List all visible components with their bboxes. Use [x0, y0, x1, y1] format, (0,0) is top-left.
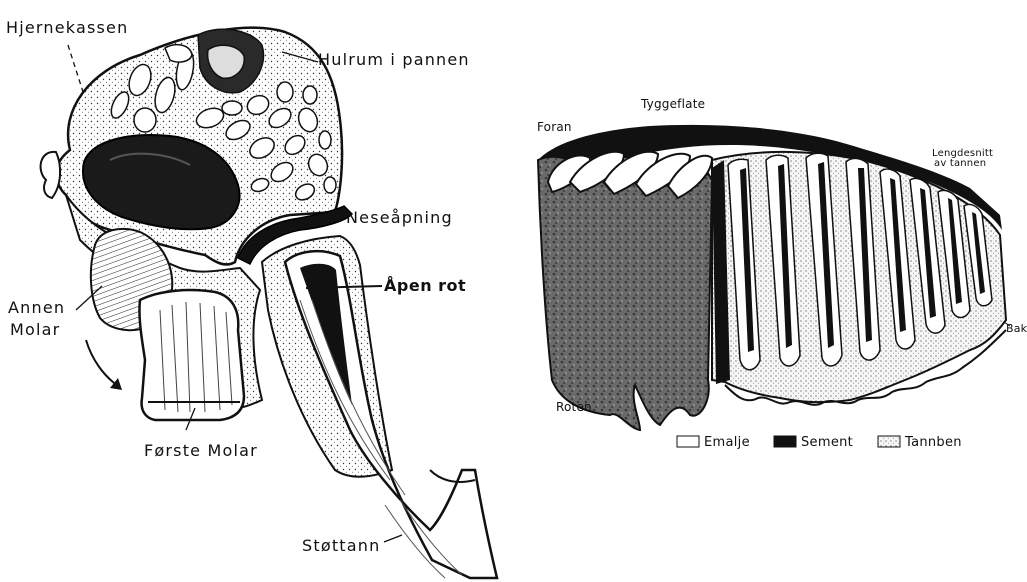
legend-enamel: Emalje	[704, 435, 750, 450]
label-second-molar-1: Annen	[8, 300, 65, 316]
tooth-front-face	[538, 157, 712, 430]
label-chewing-surface: Tyggeflate	[641, 98, 705, 110]
label-first-molar: Første Molar	[144, 443, 258, 459]
legend-label-dentin: Tannben	[905, 435, 962, 450]
ear-bulge	[41, 152, 61, 198]
legend-swatch-dentin	[878, 436, 900, 447]
label-tusk: Støttann	[302, 538, 380, 554]
label-braincase: Hjernekassen	[6, 20, 128, 36]
label-section-2: av tannen	[934, 159, 986, 169]
legend-swatch-cement	[774, 436, 796, 447]
label-back: Bak	[1006, 323, 1027, 334]
legend-dentin: Tannben	[905, 435, 962, 450]
label-sinus: Hulrum i pannen	[318, 52, 470, 68]
label-open-root: Åpen rot	[384, 278, 466, 294]
tooth-section-illustration	[520, 0, 1027, 582]
label-second-molar-2: Molar	[10, 322, 60, 338]
legend-label-enamel: Emalje	[704, 435, 750, 450]
legend-label-cement: Sement	[801, 435, 853, 450]
label-nasal-opening: Neseåpning	[346, 210, 453, 226]
movement-arrow	[86, 340, 118, 386]
label-root: Roten	[556, 401, 592, 413]
label-front: Foran	[537, 121, 572, 133]
legend-swatch-enamel	[677, 436, 699, 447]
legend-cement: Sement	[801, 435, 853, 450]
